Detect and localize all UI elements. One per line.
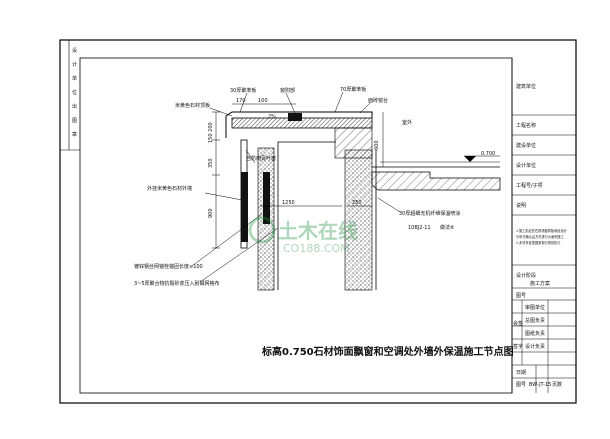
label-atlas-node: 做法⑥ bbox=[440, 224, 455, 231]
label-sill-part: 窗附部 bbox=[280, 87, 295, 94]
left-strip-char: 位 bbox=[72, 89, 77, 96]
label-plaster-note: 3~5厚聚合物抗裂砂浆压入耐碱网格布 bbox=[134, 280, 220, 287]
label-dim-350: 350 bbox=[208, 158, 214, 168]
left-strip: 设 计 单 位 出 图 章 bbox=[60, 47, 80, 151]
title-row-label: 设计单位 bbox=[516, 162, 536, 169]
drawing-no-label: 图号 bbox=[516, 293, 526, 299]
signer-label: 审图单位 bbox=[525, 304, 545, 311]
stage-label: 设计阶段 bbox=[516, 272, 536, 279]
watermark-text: 土木在线 bbox=[278, 219, 358, 243]
number-value: BW-JT-15 bbox=[529, 382, 551, 388]
outer-frame bbox=[59, 39, 577, 404]
label-dim-600: 600 bbox=[374, 140, 380, 150]
left-strip-char: 设 bbox=[72, 47, 77, 54]
section-detail bbox=[191, 91, 501, 291]
left-strip-char: 出 bbox=[72, 103, 77, 110]
left-strip-char: 图 bbox=[72, 118, 77, 124]
note-line: 2.未尽事宜按国家现行规范执行 bbox=[516, 240, 561, 245]
elevation-marker bbox=[464, 156, 476, 162]
label-dim-900: 900 bbox=[208, 208, 214, 218]
title-block: 建筑单位 工程名称 建设单位 设计单位 工程号/子项 说明 1.施工前应先在现场… bbox=[511, 58, 576, 393]
side-label-b: 签字 bbox=[513, 343, 523, 350]
title-row-label: 建筑单位 bbox=[516, 83, 536, 90]
label-outdoor: 室外 bbox=[402, 119, 412, 126]
left-strip-char: 单 bbox=[72, 75, 77, 82]
label-window-open: 自防雨百叶窗 bbox=[246, 155, 276, 162]
title-row-label: 工程号/子项 bbox=[516, 182, 543, 189]
signer-label: 设计负责 bbox=[525, 343, 545, 350]
floor-slab bbox=[371, 171, 501, 191]
label-dim-100: 100 bbox=[258, 98, 268, 104]
label-dim-170: 170 bbox=[236, 98, 246, 104]
note-line: 与甲方确认后方可进行大面积施工 bbox=[516, 234, 565, 239]
label-stone-board: 米黄色石材顶板 bbox=[175, 102, 210, 109]
label-dim-1250: 1250 bbox=[282, 200, 295, 206]
label-dim-150-200: 150 200 bbox=[208, 122, 214, 143]
left-strip-char: 章 bbox=[72, 131, 77, 138]
stage-value: 施工方案 bbox=[530, 280, 550, 287]
stone-top-board bbox=[225, 111, 373, 138]
label-mesh-note: 镀锌钢丝网锚栓锚固长度≥100 bbox=[134, 263, 203, 270]
watermark-sub: CO188.COM bbox=[283, 242, 350, 255]
label-window-sill: 面砖窗台 bbox=[368, 97, 388, 104]
date-label: 日期 bbox=[516, 370, 526, 376]
page-label: 页数 bbox=[552, 381, 562, 388]
title-row-label: 建设单位 bbox=[516, 142, 536, 149]
title-row-label: 工程名称 bbox=[516, 122, 536, 129]
side-label-a: 会签 bbox=[513, 320, 523, 327]
label-atlas-ref: 10BJ2-11 bbox=[408, 225, 431, 231]
window-frame bbox=[288, 113, 302, 121]
label-board30: 30厚聚苯板 bbox=[230, 87, 256, 94]
label-stone-wall: 外挂米黄色石材外墙 bbox=[147, 185, 192, 192]
annotations: 30厚聚苯板 窗附部 70厚聚苯板 面砖窗台 米黄色石材顶板 170 100 2… bbox=[134, 86, 495, 287]
left-strip-char: 计 bbox=[72, 61, 77, 68]
label-elev: 0.700 bbox=[481, 151, 495, 157]
title-row-label: 说明 bbox=[516, 202, 526, 209]
watermark: 土木在线 CO188.COM bbox=[248, 216, 358, 255]
drawing-title: 标高0.750石材饰面飘窗和空调处外墙外保温施工节点图 bbox=[261, 345, 514, 358]
inner-outline bbox=[277, 141, 336, 290]
signer-label: 总图负责 bbox=[525, 317, 545, 324]
number-label: 图号 bbox=[516, 382, 526, 388]
label-dim-250: 250 bbox=[352, 200, 362, 206]
label-insulation: 30厚超细无机纤维保温喷涂 bbox=[399, 210, 460, 217]
signer-label: 图纸负责 bbox=[525, 330, 545, 337]
note-line: 1.施工前应先在现场做样板墙经设计 bbox=[516, 228, 568, 233]
label-slope: 2% bbox=[268, 114, 276, 120]
label-board70: 70厚聚苯板 bbox=[340, 86, 366, 93]
